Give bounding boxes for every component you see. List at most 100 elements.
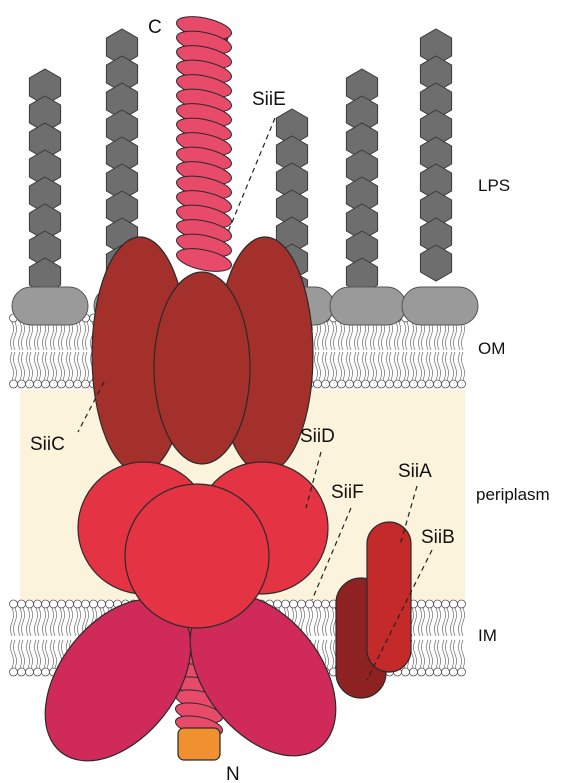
lipid-tail	[19, 322, 25, 380]
lipid-head	[74, 380, 82, 388]
lipid-tail	[355, 322, 361, 380]
lipid-head	[426, 668, 434, 676]
lipid-tail	[419, 608, 425, 668]
n-terminus-cap	[178, 728, 220, 760]
siic-lobes	[92, 237, 313, 473]
lipid-tail	[59, 322, 65, 380]
lipid-head	[82, 380, 90, 388]
lipid-head	[426, 600, 434, 608]
lipid-head	[450, 668, 458, 676]
lipid-head	[330, 380, 338, 388]
lipid-tail	[43, 608, 49, 668]
lipid-head	[18, 600, 26, 608]
lipid-head	[26, 380, 34, 388]
lipid-head	[458, 380, 466, 388]
siia-protein	[367, 522, 411, 672]
c-terminus-label: C	[148, 17, 162, 38]
lipid-tail	[43, 322, 49, 380]
lipid-tail	[83, 322, 89, 380]
lipid-tail	[35, 322, 41, 380]
im-layer-label: IM	[478, 626, 497, 645]
lipid-head	[394, 380, 402, 388]
lipid-tail	[27, 322, 33, 380]
lipid-head	[10, 380, 18, 388]
lipid-tail	[51, 608, 57, 668]
lipid-head	[314, 600, 322, 608]
lipid-head	[66, 380, 74, 388]
lipid-head	[434, 668, 442, 676]
lipid-tail	[51, 322, 57, 380]
lipid-head	[362, 380, 370, 388]
lipid-head	[434, 380, 442, 388]
lipid-head	[426, 380, 434, 388]
lipid-head	[282, 600, 290, 608]
lipid-tail	[27, 608, 33, 668]
lipid-head	[10, 600, 18, 608]
lipid-head	[10, 668, 18, 676]
siif-label: SiiF	[331, 482, 364, 503]
lipid-tail	[11, 608, 17, 668]
lipid-head	[458, 668, 466, 676]
lipid-head	[442, 600, 450, 608]
lipid-head	[58, 380, 66, 388]
siib-label: SiiB	[421, 527, 455, 548]
lipid-tail	[371, 322, 377, 380]
lipid-tail	[411, 322, 417, 380]
lipid-head	[34, 380, 42, 388]
lipid-head	[42, 380, 50, 388]
lipid-head	[354, 380, 362, 388]
lipid-tail	[427, 608, 433, 668]
lipid-tail	[443, 322, 449, 380]
lipid-head	[410, 668, 418, 676]
lipid-tail	[379, 322, 385, 380]
lipid-tail	[331, 322, 337, 380]
lipid-head	[26, 600, 34, 608]
lipid-tail	[443, 608, 449, 668]
lipid-head	[58, 600, 66, 608]
lipid-head	[106, 600, 114, 608]
lipid-head	[402, 380, 410, 388]
lipid-head	[82, 600, 90, 608]
lipid-head	[18, 668, 26, 676]
lipid-head	[290, 600, 298, 608]
lipid-head	[50, 600, 58, 608]
lipid-head	[442, 380, 450, 388]
lipid-head	[338, 380, 346, 388]
lipid-tail	[419, 322, 425, 380]
lipid-head	[66, 600, 74, 608]
lipid-tail	[323, 608, 329, 668]
lipid-head	[434, 600, 442, 608]
periplasm-layer-label: periplasm	[476, 485, 550, 504]
lipid-tail	[459, 608, 465, 668]
lipid-head	[26, 668, 34, 676]
lipid-tail	[451, 322, 457, 380]
lipid-head	[346, 380, 354, 388]
lipid-tail	[435, 608, 441, 668]
lipid-head	[418, 600, 426, 608]
lipid-head	[74, 600, 82, 608]
lipid-tail	[19, 608, 25, 668]
lipid-tail	[387, 322, 393, 380]
lipid-head	[418, 380, 426, 388]
siie-leader	[228, 118, 275, 232]
lipid-head	[450, 380, 458, 388]
lipid-tail	[403, 322, 409, 380]
lipid-tail	[347, 322, 353, 380]
lipid-head	[34, 668, 42, 676]
lipid-head	[450, 600, 458, 608]
lipid-tail	[323, 322, 329, 380]
lipid-tail	[451, 608, 457, 668]
siic-center-lobe	[154, 272, 250, 464]
lipid-tail	[67, 322, 73, 380]
om-layer-label: OM	[478, 339, 505, 358]
lps-lipid-a-cap	[402, 287, 478, 325]
siie-stalk-upper	[175, 12, 234, 275]
lipid-head	[458, 600, 466, 608]
lipid-head	[50, 380, 58, 388]
lipid-head	[42, 600, 50, 608]
lps-sugar-hexagon	[420, 245, 451, 281]
lipid-tail	[427, 322, 433, 380]
lipid-tail	[363, 322, 369, 380]
